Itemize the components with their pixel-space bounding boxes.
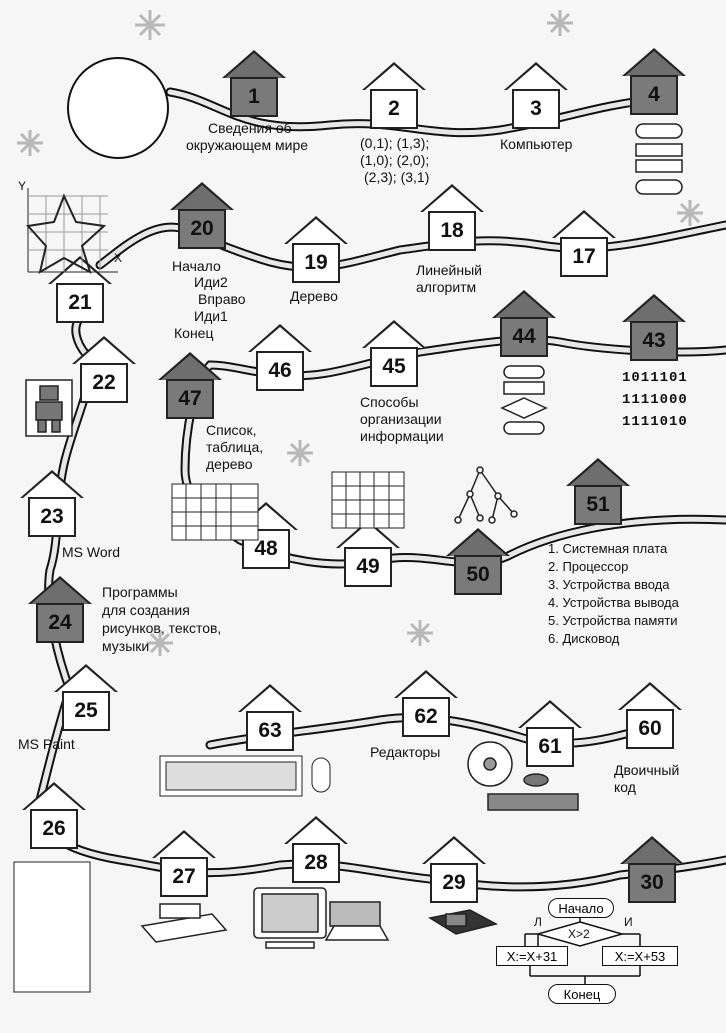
label-pc-1: 1. Системная плата	[548, 541, 668, 556]
house-45[interactable]: 45	[362, 320, 426, 387]
label-ways-2: организации	[360, 411, 442, 427]
house-60[interactable]: 60	[618, 682, 682, 749]
label-prog-1: Начало	[172, 258, 221, 274]
document-illustration	[13, 861, 91, 993]
house-62[interactable]: 62	[394, 670, 458, 737]
label-mspaint: MS Paint	[18, 736, 75, 752]
star-grid-illustration	[26, 188, 118, 275]
house-19[interactable]: 19	[284, 216, 348, 283]
label-binary-1: 1011101	[622, 370, 688, 386]
house-3[interactable]: 3	[504, 62, 568, 129]
label-pc-3: 3. Устройства ввода	[548, 577, 670, 592]
table-illustration-2	[331, 471, 405, 529]
label-prog-5: Конец	[174, 325, 214, 341]
label-linear-2: алгоритм	[416, 279, 477, 295]
house-1[interactable]: 1	[222, 50, 286, 117]
house-21[interactable]: 21	[48, 256, 112, 323]
flow-yes: И	[624, 915, 633, 929]
label-progs-3: рисунков, текстов,	[102, 620, 222, 636]
flow-start: Начало	[548, 898, 614, 918]
house-2[interactable]: 2	[362, 62, 426, 129]
label-pc-4: 4. Устройства вывода	[548, 595, 679, 610]
house-44[interactable]: 44	[492, 290, 556, 357]
axis-x-text: X	[114, 251, 123, 265]
label-prog-2: Иди2	[194, 274, 228, 290]
house-24[interactable]: 24	[28, 576, 92, 643]
house-20[interactable]: 20	[170, 182, 234, 249]
house-25[interactable]: 25	[54, 664, 118, 731]
label-coords-3: (2,3); (3,1)	[364, 169, 430, 185]
cd-illustration	[467, 741, 579, 811]
label-computer: Компьютер	[500, 136, 573, 152]
label-progs-4: музыки	[102, 638, 150, 654]
flow-no: Л	[534, 915, 542, 929]
house-27[interactable]: 27	[152, 830, 216, 897]
house-22[interactable]: 22	[72, 336, 136, 403]
label-progs-1: Программы	[102, 584, 178, 600]
label-progs-2: для создания	[102, 602, 190, 618]
printer-illustration	[324, 901, 390, 941]
flow-right-box: X:=X+53	[602, 946, 678, 966]
label-bincode-2: код	[614, 779, 636, 795]
label-list-3: дерево	[206, 456, 253, 472]
label-linear-1: Линейный	[416, 262, 482, 278]
label-prog-4: Иди1	[194, 308, 228, 324]
house-46[interactable]: 46	[248, 324, 312, 391]
axis-y-text: Y	[18, 179, 27, 193]
cd-drive-illustration	[140, 903, 228, 943]
label-msword: MS Word	[62, 544, 121, 560]
label-pc-5: 5. Устройства памяти	[548, 613, 678, 628]
house-51[interactable]: 51	[566, 458, 630, 525]
label-info-2: окружающем мире	[186, 137, 309, 153]
label-coords-2: (1,0); (2,0);	[360, 152, 430, 168]
label-ways-1: Способы	[360, 394, 419, 410]
house-47[interactable]: 47	[158, 352, 222, 419]
flowchart-4-illustration	[635, 123, 683, 195]
label-info-1: Сведения об	[208, 120, 292, 136]
house-63[interactable]: 63	[238, 684, 302, 751]
flow-condition: X>2	[568, 927, 590, 941]
house-30[interactable]: 30	[620, 836, 684, 903]
label-list-1: Список,	[206, 422, 257, 438]
house-26[interactable]: 26	[22, 782, 86, 849]
cpu-illustration	[427, 909, 499, 935]
label-tree: Дерево	[290, 288, 338, 304]
house-43[interactable]: 43	[622, 294, 686, 361]
start-circle	[67, 57, 169, 159]
flowchart-44-illustration	[500, 365, 548, 435]
house-18[interactable]: 18	[420, 184, 484, 251]
flow-left-box: X:=X+31	[496, 946, 568, 966]
flow-end: Конец	[548, 984, 616, 1004]
label-prog-3: Вправо	[198, 291, 246, 307]
table-illustration-1	[171, 483, 259, 541]
label-ways-3: информации	[360, 428, 444, 444]
label-bincode-1: Двоичный	[614, 762, 680, 778]
house-4[interactable]: 4	[622, 48, 686, 115]
label-binary-2: 1111000	[622, 392, 688, 408]
robot-illustration	[25, 379, 73, 437]
house-50[interactable]: 50	[446, 528, 510, 595]
house-23[interactable]: 23	[20, 470, 84, 537]
label-pc-2: 2. Процессор	[548, 559, 629, 574]
label-binary-3: 1111010	[622, 414, 688, 430]
house-17[interactable]: 17	[552, 210, 616, 277]
label-list-2: таблица,	[206, 439, 264, 455]
tree-illustration	[454, 466, 518, 524]
keyboard-illustration	[159, 755, 331, 797]
house-61[interactable]: 61	[518, 700, 582, 767]
monitor-illustration	[253, 887, 327, 949]
label-coords-1: (0,1); (1,3);	[360, 135, 430, 151]
label-editors: Редакторы	[370, 744, 441, 760]
label-pc-6: 6. Дисковод	[548, 631, 620, 646]
house-29[interactable]: 29	[422, 836, 486, 903]
house-28[interactable]: 28	[284, 816, 348, 883]
